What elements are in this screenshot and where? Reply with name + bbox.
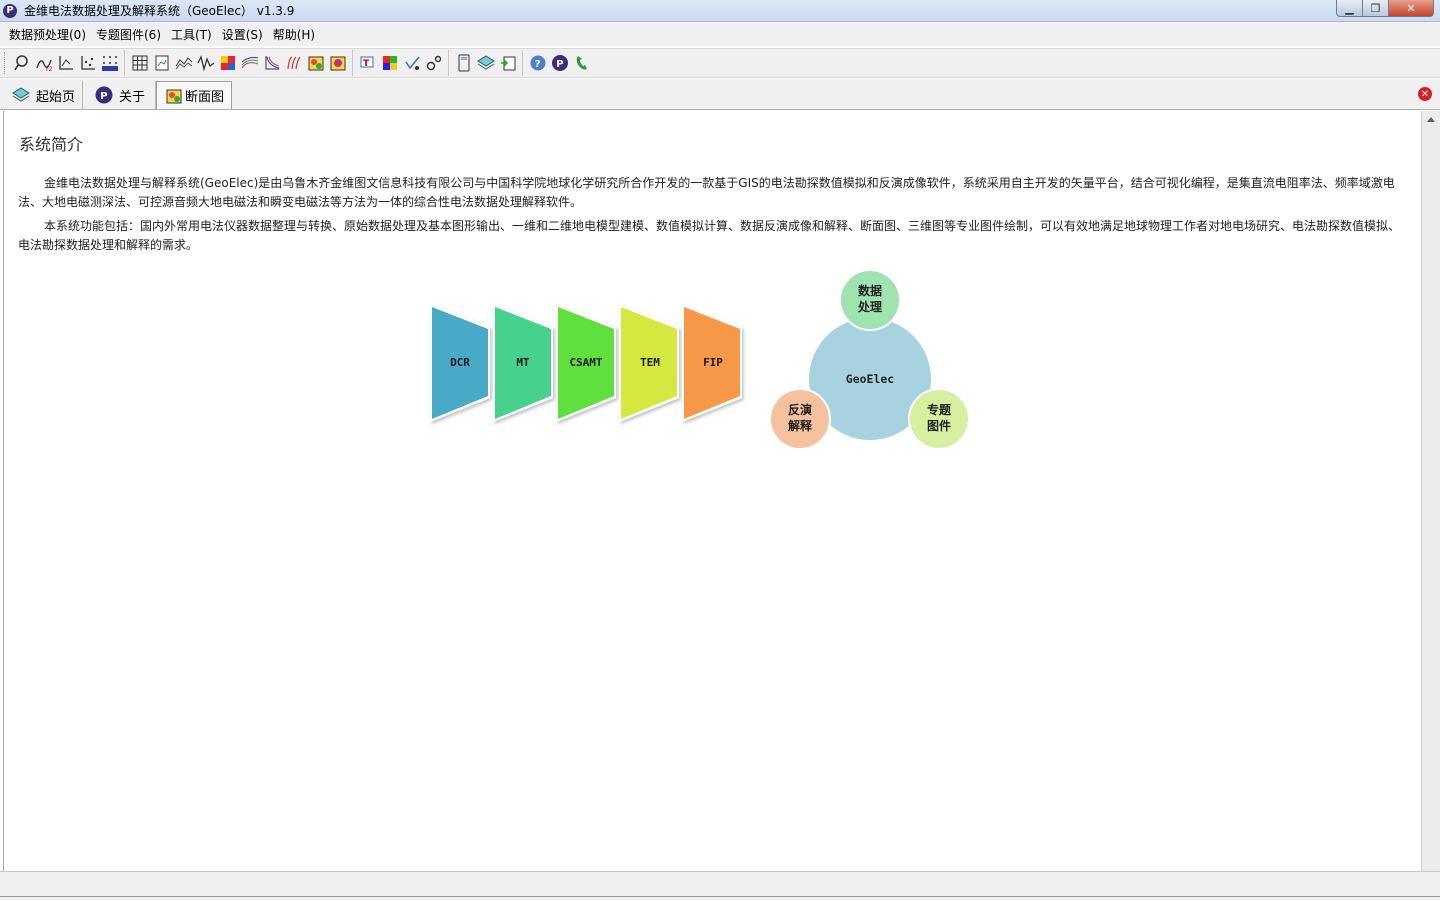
toolbar: Y2 T ? P: [0, 48, 1440, 78]
svg-text:T: T: [363, 59, 370, 69]
method-mt: [493, 304, 553, 422]
satellite-label: 解释: [788, 418, 813, 433]
node-link-icon[interactable]: [423, 52, 445, 74]
satellite-label: 处理: [857, 299, 882, 314]
decay-curve-icon[interactable]: [261, 52, 283, 74]
document-chart-icon[interactable]: [151, 52, 173, 74]
satellite-label: 数据: [858, 283, 882, 298]
method-shape: [684, 307, 740, 419]
method-csamt: [556, 304, 616, 422]
status-bar-bottom: [0, 896, 1440, 900]
method-label: TEM: [640, 356, 660, 369]
tab-label: 断面图: [185, 90, 225, 105]
tab-label: 关于: [119, 89, 146, 105]
hub-label: GeoElec: [846, 372, 894, 386]
vertical-scrollbar[interactable]: [1421, 111, 1440, 871]
calculator-icon[interactable]: [453, 52, 475, 74]
magnify-data-icon[interactable]: [11, 52, 33, 74]
pseudo-section-icon[interactable]: [327, 52, 349, 74]
method-label: MT: [516, 356, 530, 369]
tab-about[interactable]: P 关于: [83, 81, 156, 109]
menu-tools[interactable]: 工具(T): [171, 27, 212, 42]
start-page-content: 系统简介 金维电法数据处理与解释系统(GeoElec)是由乌鲁木齐金维图文信息科…: [3, 111, 1421, 871]
method-shape: [621, 307, 677, 419]
close-button[interactable]: ✕: [1389, 0, 1434, 17]
close-tab-icon[interactable]: ✕: [1418, 87, 1432, 101]
pen-tool-icon[interactable]: [401, 52, 423, 74]
layers-icon: [12, 86, 30, 104]
help-icon[interactable]: ?: [527, 52, 549, 74]
toolbar-group-preprocess: Y2: [11, 50, 125, 76]
satellite-label: 反演: [788, 402, 812, 417]
method-tem: [619, 304, 679, 422]
satellite-data-processing: [839, 269, 901, 331]
method-fip: [682, 304, 742, 422]
stacked-area-icon[interactable]: [239, 52, 261, 74]
table-icon[interactable]: [129, 52, 151, 74]
method-label: DCR: [450, 356, 470, 369]
svg-text:Y2: Y2: [44, 66, 53, 72]
status-bar: [0, 871, 1440, 900]
axis-plot-icon[interactable]: [55, 52, 77, 74]
app-icon[interactable]: P: [3, 3, 17, 18]
toolbar-group-help: ? P: [527, 50, 596, 76]
about-logo-icon[interactable]: P: [549, 52, 571, 74]
section-map-icon: [165, 87, 183, 105]
tab-bar: 起始页 P 关于 断面图 ✕: [0, 79, 1440, 110]
p-logo-icon: P: [95, 86, 113, 104]
minimize-button[interactable]: ▁: [1336, 0, 1363, 17]
svg-text:?: ?: [535, 59, 541, 70]
toolbar-group-plots: [129, 50, 353, 76]
grid-data-icon[interactable]: [99, 52, 121, 74]
method-shape: [558, 307, 614, 419]
svg-text:P: P: [100, 91, 107, 102]
text-tool-icon[interactable]: T: [357, 52, 379, 74]
toolbar-group-misc: [453, 50, 523, 76]
maximize-button[interactable]: ❐: [1363, 0, 1389, 17]
window-controls: ▁ ❐ ✕: [1336, 0, 1434, 17]
satellite-thematic-maps: [908, 388, 970, 450]
toolbar-group-tools: T: [357, 50, 449, 76]
tab-section-map[interactable]: 断面图: [156, 81, 232, 109]
satellite-inversion: [769, 388, 831, 450]
method-label: FIP: [703, 356, 723, 369]
title-bar: P 金维电法数据处理及解释系统（GeoElec） v1.3.9 ▁ ❐ ✕: [0, 0, 1440, 22]
menu-bar: 数据预处理(0) 专题图件(6) 工具(T) 设置(S) 帮助(H): [0, 22, 1440, 46]
menu-settings[interactable]: 设置(S): [221, 27, 263, 42]
sounding-curves-icon[interactable]: [283, 52, 305, 74]
window-title: 金维电法数据处理及解释系统（GeoElec） v1.3.9: [24, 4, 295, 18]
satellite-label: 图件: [927, 418, 951, 433]
layers-icon[interactable]: [475, 52, 497, 74]
scroll-up-icon[interactable]: [1427, 117, 1435, 122]
contact-phone-icon[interactable]: [571, 52, 593, 74]
contour-color-icon[interactable]: [217, 52, 239, 74]
geoelec-hub: [809, 318, 931, 440]
scatter-plot-icon[interactable]: [77, 52, 99, 74]
curve-xy-icon[interactable]: Y2: [33, 52, 55, 74]
section-title: 系统简介: [19, 135, 84, 154]
export-image-icon[interactable]: [497, 52, 519, 74]
methods-diagram: DCR MT CSAMT TEM FIP GeoElec 数据 处理 反演: [430, 269, 970, 450]
tab-label: 起始页: [36, 89, 76, 105]
method-shape: [495, 307, 551, 419]
method-shape: [432, 307, 488, 419]
svg-text:P: P: [556, 59, 563, 70]
color-palette-icon[interactable]: [379, 52, 401, 74]
tab-start-page[interactable]: 起始页: [0, 81, 83, 109]
intro-paragraph-2: 本系统功能包括：国内外常用电法仪器数据整理与转换、原始数据处理及基本图形输出、一…: [18, 219, 1401, 252]
menu-thematic-maps[interactable]: 专题图件(6): [96, 27, 161, 42]
intro-paragraph-1: 金维电法数据处理与解释系统(GeoElec)是由乌鲁木齐金维图文信息科技有限公司…: [18, 176, 1395, 209]
toolbar-grip[interactable]: [4, 52, 7, 74]
satellite-label: 专题: [927, 402, 952, 417]
method-label: CSAMT: [569, 356, 602, 369]
menu-help[interactable]: 帮助(H): [272, 27, 316, 42]
multi-line-icon[interactable]: [173, 52, 195, 74]
section-map-icon[interactable]: [305, 52, 327, 74]
menu-data-preprocess[interactable]: 数据预处理(0): [9, 27, 86, 42]
waveform-icon[interactable]: [195, 52, 217, 74]
method-dcr: [430, 304, 490, 422]
